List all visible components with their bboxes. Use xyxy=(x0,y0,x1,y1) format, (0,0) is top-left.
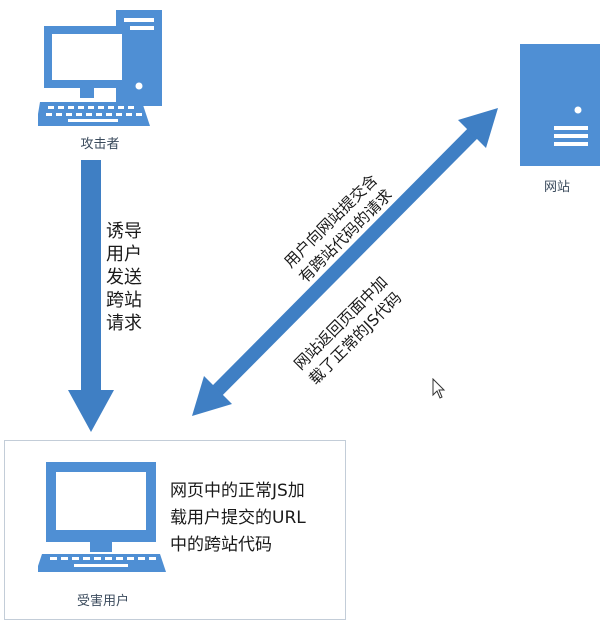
lure-label-line: 用户 xyxy=(106,244,142,265)
lure-label-line: 跨站 xyxy=(106,290,142,311)
lure-label-line: 诱导 xyxy=(106,221,142,242)
request-response-arrow xyxy=(192,108,498,416)
server-tower-icon xyxy=(520,44,600,166)
victim-note: 网页中的正常JS加 载用户提交的URL 中的跨站代码 xyxy=(170,478,342,559)
desktop-computer-icon xyxy=(38,10,162,126)
lure-label-line: 发送 xyxy=(106,267,142,288)
lure-label: 诱导 用户 发送 跨站 请求 xyxy=(106,220,146,335)
victim-note-line: 网页中的正常JS加 xyxy=(170,481,305,501)
victim-note-line: 中的跨站代码 xyxy=(170,535,272,555)
victim-label: 受害用户 xyxy=(76,594,129,609)
mouse-pointer-icon xyxy=(432,378,446,399)
lure-label-line: 请求 xyxy=(106,313,142,334)
attacker-label: 攻击者 xyxy=(80,137,120,152)
lure-arrow xyxy=(68,160,114,432)
victim-note-line: 载用户提交的URL xyxy=(170,508,306,528)
server-label: 网站 xyxy=(543,180,570,195)
monitor-keyboard-icon xyxy=(38,462,166,572)
